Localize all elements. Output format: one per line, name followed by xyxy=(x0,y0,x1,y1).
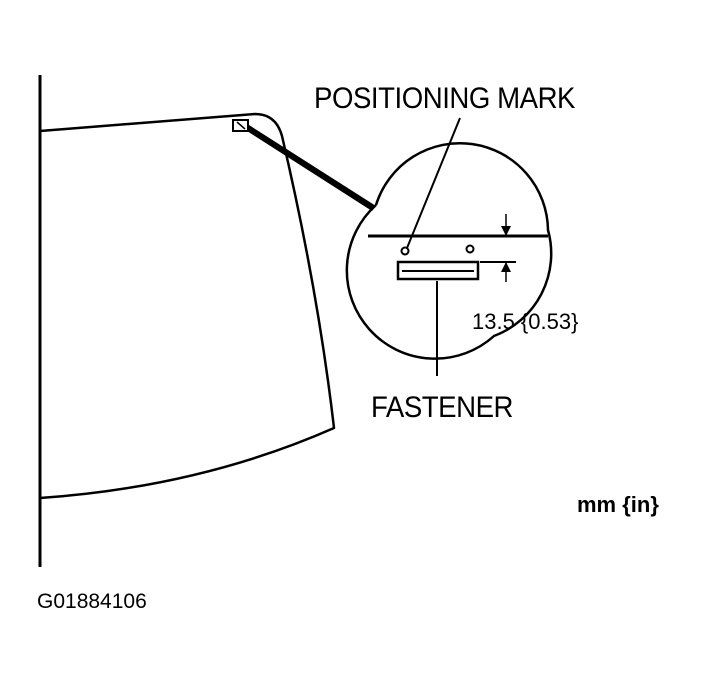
dimension-label: 13.5 {0.53} xyxy=(472,309,579,334)
callout-leader xyxy=(247,125,376,211)
positioning-mark-leader xyxy=(406,117,461,249)
windshield-outline xyxy=(39,112,336,500)
figure-id-label: G01884106 xyxy=(37,590,147,613)
fastener-location-marker xyxy=(232,119,249,132)
fastener-label: FASTENER xyxy=(371,391,514,424)
detail-magnifier xyxy=(345,141,553,360)
positioning-mark-label: POSITIONING MARK xyxy=(314,82,576,115)
units-label: mm {in} xyxy=(577,492,659,517)
